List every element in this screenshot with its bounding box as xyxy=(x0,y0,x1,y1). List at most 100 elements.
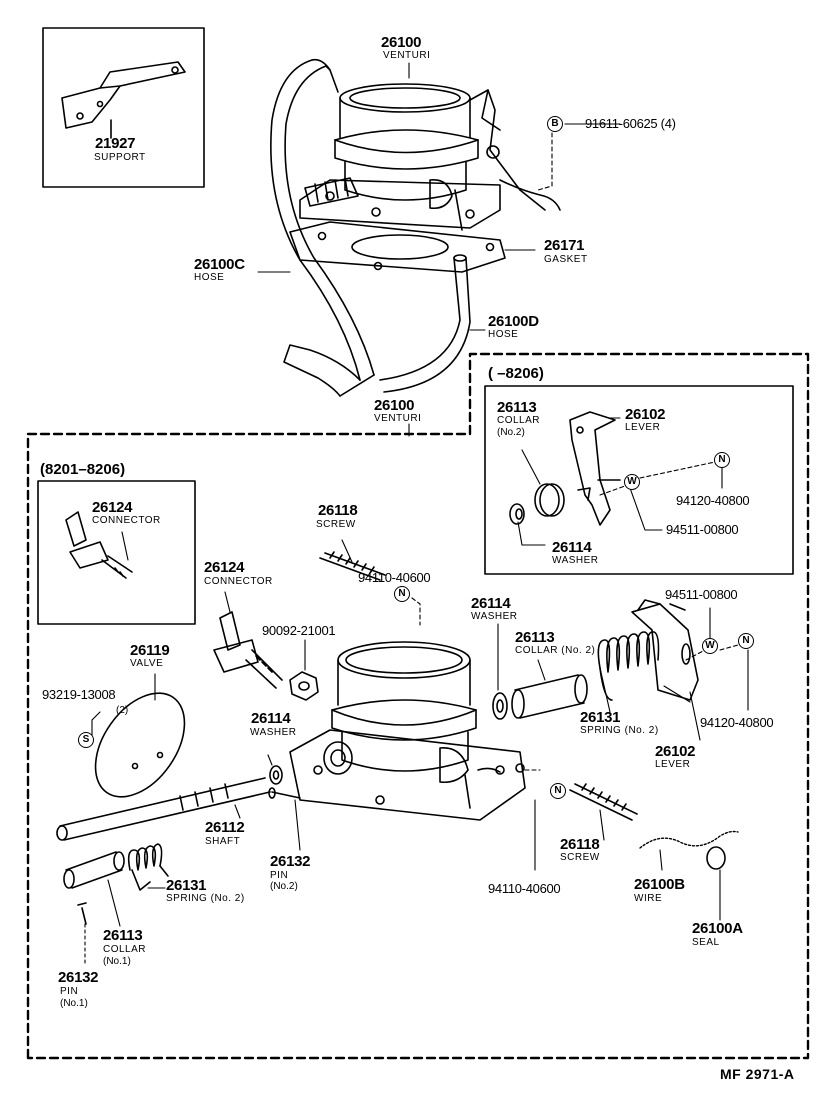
part-number-nut-inset: 94120-40800 xyxy=(676,493,750,508)
part-number-w-right: 94511-00800 xyxy=(665,587,738,602)
part-number-n-right: 94120-40800 xyxy=(700,715,774,730)
part-sub-pin-no1: (No.1) xyxy=(60,998,88,1009)
part-number-screw-bottom: 26118 xyxy=(560,836,600,853)
part-name-seal: SEAL xyxy=(692,937,720,948)
part-name-lever-inset: LEVER xyxy=(625,422,661,433)
part-number-spring-left: 26131 xyxy=(166,877,207,894)
wire-drawing xyxy=(639,830,739,871)
part-number-gasket: 26171 xyxy=(544,237,585,254)
part-name-washer-left: WASHER xyxy=(250,727,297,738)
figure-reference: MF 2971-A xyxy=(720,1066,795,1082)
screw-symbol-s: S xyxy=(78,732,94,748)
nut-symbol-right: N xyxy=(738,633,754,649)
part-number-shaft: 26112 xyxy=(205,819,245,836)
seal-drawing xyxy=(706,846,726,921)
part-name-connector-inset: CONNECTOR xyxy=(92,515,161,526)
part-name-valve: VALVE xyxy=(130,658,164,669)
part-name-screw-bottom: SCREW xyxy=(560,852,600,863)
nut-symbol-screw-bottom: N xyxy=(550,783,566,799)
nut-symbol-inset: N xyxy=(714,452,730,468)
part-name-shaft: SHAFT xyxy=(205,836,241,847)
bolt-symbol-b: B xyxy=(547,116,563,132)
collar-no1-drawing xyxy=(63,851,125,927)
hose-drawing xyxy=(270,58,471,397)
part-number-screw-top: 26118 xyxy=(318,502,358,519)
part-number-lever-right: 26102 xyxy=(655,743,696,760)
part-name-screw-top: SCREW xyxy=(316,519,356,530)
leaders-right xyxy=(685,607,749,711)
part-number-hose-d: 26100D xyxy=(488,313,539,330)
part-number-screw-valve: 93219-13008 xyxy=(42,687,116,702)
part-name-washer-inset: WASHER xyxy=(552,555,599,566)
part-number-collar-no1: 26113 xyxy=(103,927,143,944)
nut-symbol-screw-top: N xyxy=(394,586,410,602)
part-name-pin-no2: PIN xyxy=(270,870,289,881)
inset-8201-frame xyxy=(37,480,196,625)
part-number-spring-right: 26131 xyxy=(580,709,621,726)
part-number-washer-w-inset: 94511-00800 xyxy=(666,522,739,537)
part-name-hose-d: HOSE xyxy=(488,329,519,340)
range-header-8206: ( –8206) xyxy=(488,365,544,382)
collar-no2-drawing xyxy=(511,659,588,719)
part-number-wire: 26100B xyxy=(634,876,685,893)
part-sub-collar-no1: (No.1) xyxy=(103,956,131,967)
washer-right-drawing xyxy=(492,623,508,720)
part-name-venturi-mid: VENTURI xyxy=(374,413,422,424)
part-number-hose-c: 26100C xyxy=(194,256,245,273)
spring-right-drawing xyxy=(597,631,660,713)
part-name-spring-left: SPRING (No. 2) xyxy=(166,893,245,904)
part-number-bolt: 91611-60625 (4) xyxy=(585,116,676,131)
part-number-washer-right: 26114 xyxy=(471,595,511,612)
inset-8206-frame xyxy=(484,385,794,575)
pin-no2-drawing xyxy=(268,787,301,851)
inset-8201-connector-drawing xyxy=(65,511,133,579)
part-number-pin-no1: 26132 xyxy=(58,969,99,986)
part-number-venturi-top: 26100 xyxy=(381,34,422,51)
part-name-connector: CONNECTOR xyxy=(204,576,273,587)
range-header-8201-8206: (8201–8206) xyxy=(40,461,126,478)
connector-drawing xyxy=(213,591,283,689)
part-name-lever-right: LEVER xyxy=(655,759,691,770)
spring-left-drawing xyxy=(127,843,169,891)
lever-right-drawing xyxy=(631,599,701,741)
part-number-washer-inset: 26114 xyxy=(552,539,592,556)
nut-90092-drawing xyxy=(289,639,319,701)
screw-top-drawing xyxy=(319,539,421,626)
part-name-collar2-inset: COLLAR xyxy=(497,415,541,426)
part-number-support: 21927 xyxy=(95,135,136,152)
part-number-nut-screw-top: 94110-40600 xyxy=(358,570,431,585)
part-name-hose-c: HOSE xyxy=(194,272,225,283)
part-sub-pin-no2: (No.2) xyxy=(270,881,298,892)
part-name-wire: WIRE xyxy=(634,893,663,904)
support-bracket-drawing xyxy=(61,61,186,139)
part-number-collar2-inset: 26113 xyxy=(497,399,537,416)
washer-symbol-inset: W xyxy=(624,474,640,490)
inset-8206-drawing xyxy=(509,411,723,546)
venturi-body-drawing xyxy=(289,641,541,821)
screw-bottom-drawing xyxy=(534,783,638,871)
washer-symbol-right: W xyxy=(702,638,718,654)
part-number-nut-90092: 90092-21001 xyxy=(262,623,336,638)
part-name-collar-no1: COLLAR xyxy=(103,944,147,955)
part-sub-collar2-inset: (No.2) xyxy=(497,427,525,438)
part-number-collar-no2: 26113 xyxy=(515,629,555,646)
part-name-washer-right: WASHER xyxy=(471,611,518,622)
part-name-pin-no1: PIN xyxy=(60,986,79,997)
part-name-gasket: GASKET xyxy=(544,254,588,265)
part-number-seal: 26100A xyxy=(692,920,743,937)
venturi-assembly-top-drawing xyxy=(299,83,561,231)
part-number-venturi-mid: 26100 xyxy=(374,397,415,414)
shaft-drawing xyxy=(56,777,271,841)
leader-lines-top xyxy=(257,62,621,437)
part-number-washer-left: 26114 xyxy=(251,710,291,727)
part-number-pin-no2: 26132 xyxy=(270,853,311,870)
lower-section-frame xyxy=(26,352,810,1060)
support-inset-frame xyxy=(42,27,205,188)
part-number-connector: 26124 xyxy=(204,559,245,576)
part-number-connector-inset: 26124 xyxy=(92,499,133,516)
part-number-lever-inset: 26102 xyxy=(625,406,666,423)
part-name-support: SUPPORT xyxy=(94,152,146,163)
gasket-drawing xyxy=(289,221,506,273)
